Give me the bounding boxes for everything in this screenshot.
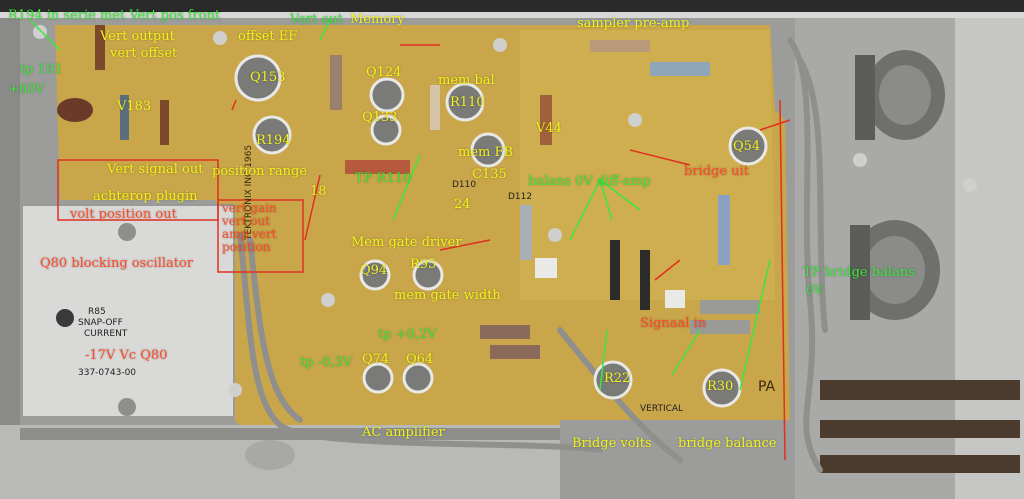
capacitor-disc bbox=[57, 98, 93, 122]
printed-d112: D112 bbox=[508, 192, 533, 202]
printed-part-number: 337-0743-00 bbox=[78, 368, 137, 378]
label-vert-out: Vert out bbox=[290, 12, 343, 27]
label-vert-offset: vert offset bbox=[110, 46, 178, 61]
label-bridge-volts: Bridge volts bbox=[572, 436, 652, 451]
label-mem-fb: mem FB bbox=[458, 145, 514, 160]
rotary-switch-top bbox=[855, 50, 945, 140]
tube-sockets bbox=[234, 54, 768, 408]
label-position-range: position range bbox=[212, 164, 308, 179]
label-q94: Q94 bbox=[360, 263, 388, 278]
label-tp191: tp 191 bbox=[20, 62, 63, 77]
printed-d110: D110 bbox=[452, 180, 477, 190]
label-v44: V44 bbox=[536, 121, 562, 136]
label-q133: Q133 bbox=[362, 110, 398, 125]
label-vert-output: Vert output bbox=[100, 29, 175, 44]
label-tp-bridge-balans: TP bridge balans bbox=[803, 265, 915, 280]
label-tp-plus-02v: tp +0,2V bbox=[378, 327, 437, 342]
top-rail bbox=[0, 0, 1024, 12]
label-q80-blocking: Q80 blocking oscillator bbox=[40, 256, 194, 271]
label-tp-minus-03v: tp -0,3V bbox=[300, 355, 353, 370]
label-volt-position-out: volt position out bbox=[70, 207, 177, 222]
label-v183: V183 bbox=[117, 99, 152, 114]
label-plus60v: +60V bbox=[8, 82, 45, 97]
label-q54: Q54 bbox=[733, 139, 761, 154]
label-ac-amplifier: AC amplifier bbox=[362, 425, 445, 440]
top-rail-shine bbox=[0, 12, 1024, 18]
left-frame bbox=[0, 18, 20, 499]
switch-wafers bbox=[820, 380, 1020, 473]
label-r194: R194 bbox=[256, 133, 291, 148]
label-signaal-in: Signaal in bbox=[640, 316, 707, 331]
label-q74: Q74 bbox=[362, 352, 390, 367]
label-tp-bridge-balans-0v: 0V bbox=[806, 283, 824, 298]
label-r110: R110 bbox=[450, 95, 485, 110]
snap-off-adjust-hole bbox=[56, 309, 74, 327]
printed-pa: PA bbox=[758, 379, 776, 395]
label-sampler-preamp: sampler pre-amp bbox=[577, 16, 690, 31]
label-r95: R95 bbox=[410, 257, 437, 272]
label-bridge-balance: bridge balance bbox=[678, 436, 777, 451]
bottom-shadow bbox=[20, 428, 560, 440]
label-r22: R22 bbox=[604, 371, 631, 386]
label-vert-signal-out: Vert signal out bbox=[107, 162, 204, 177]
label-bridge-uit: bridge uit bbox=[684, 164, 749, 179]
pcb-board-shade bbox=[520, 30, 775, 300]
label-c135: C135 bbox=[472, 167, 507, 182]
pcb-screws bbox=[33, 25, 977, 397]
can-screw-top bbox=[118, 223, 136, 241]
resistors bbox=[95, 25, 760, 359]
box-vert-gain bbox=[217, 199, 304, 273]
label-q64: Q64 bbox=[406, 352, 434, 367]
power-transistors bbox=[535, 258, 685, 308]
label-r194-series: R194 in serie met Vert pos front bbox=[8, 8, 221, 23]
annotation-lines-green bbox=[29, 19, 771, 391]
label-q153: Q153 bbox=[250, 70, 286, 85]
printed-vertical: VERTICAL bbox=[640, 404, 684, 414]
label-num-24: 24 bbox=[454, 197, 471, 212]
printed-current: CURRENT bbox=[84, 329, 128, 339]
label-mem-bal: mem bal bbox=[438, 73, 495, 88]
label-memory: Memory bbox=[350, 12, 405, 27]
label-minus17v-q80: -17V Vc Q80 bbox=[85, 348, 168, 363]
label-tp-r110: TP R110 bbox=[355, 171, 412, 186]
printed-snap-off: SNAP-OFF bbox=[78, 318, 123, 328]
can-screw-bottom bbox=[118, 398, 136, 416]
right-wall bbox=[955, 18, 1024, 499]
label-mem-gate-driver: Mem gate driver bbox=[351, 235, 462, 250]
label-achterop-plugin: achterop plugin bbox=[93, 189, 198, 204]
label-balans-0v: balans 0V diff-amp bbox=[528, 174, 651, 189]
label-q124: Q124 bbox=[366, 65, 402, 80]
label-mem-gate-width: mem gate width bbox=[394, 288, 501, 303]
box-vert-signal-out bbox=[57, 159, 219, 221]
bottom-knob bbox=[245, 440, 295, 470]
label-offset-ef: offset EF bbox=[238, 29, 298, 44]
annotation-lines-red bbox=[231, 44, 791, 461]
printed-r85: R85 bbox=[88, 307, 106, 317]
label-r30: R30 bbox=[707, 379, 734, 394]
label-vert-gain-block: vert gain vert out amp vert position bbox=[222, 201, 277, 254]
rotary-switch-bottom bbox=[850, 220, 940, 320]
label-num-18: 18 bbox=[310, 184, 327, 199]
